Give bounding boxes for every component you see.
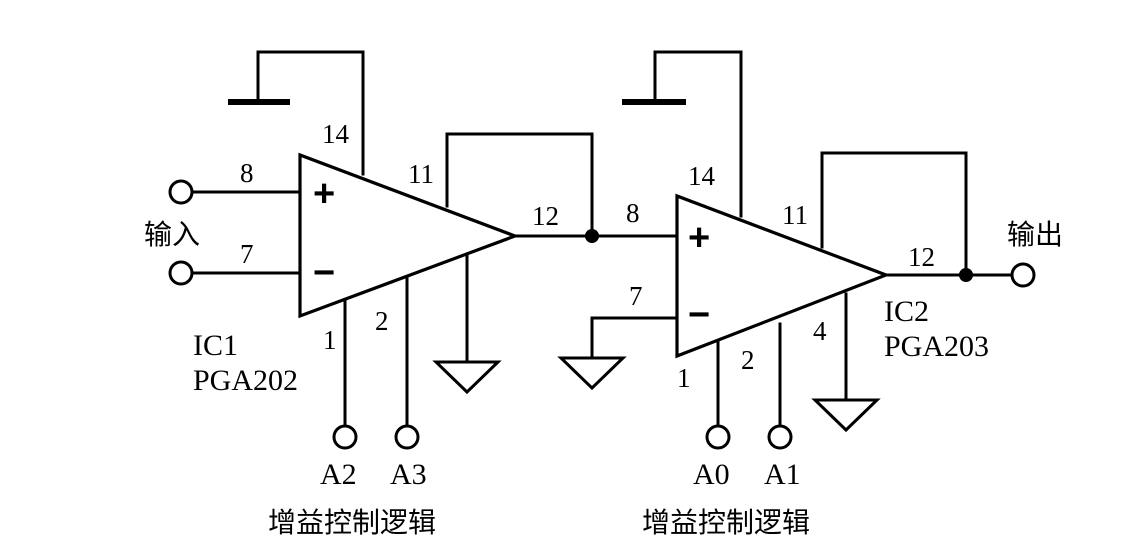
ic2-logic-label-a0: A0	[693, 458, 730, 491]
ic2-pin-2-label: 2	[741, 345, 755, 375]
ic2-gain-control-caption: 增益控制逻辑	[642, 506, 810, 539]
ic1-gain-control-caption: 增益控制逻辑	[268, 506, 436, 539]
ic2-pin-4-label: 4	[813, 316, 827, 346]
output-terminal[interactable]	[1010, 262, 1036, 288]
ic2-pin-8-label: 8	[626, 198, 640, 228]
ic1-pin-11-label: 11	[408, 159, 434, 189]
ic1-logic-terminal-a3[interactable]	[394, 424, 420, 450]
ic2-inv-ground-symbol	[557, 356, 627, 391]
ic1-part-label: PGA202	[193, 364, 298, 397]
ic1-logic-label-a3: A3	[390, 458, 427, 491]
ic2-pin-7-label: 7	[629, 281, 643, 311]
ic2-pin-12-label: 12	[908, 242, 935, 272]
ic1-ground-symbol	[432, 360, 502, 395]
ic2-amplifier-triangle	[675, 193, 891, 359]
ic1-pin-7-label: 7	[240, 239, 254, 269]
input-terminal-minus[interactable]	[168, 260, 194, 286]
ic2-logic-terminal-a1[interactable]	[767, 424, 793, 450]
ic2-pin-14-label: 14	[688, 161, 716, 191]
ic2-ground-symbol	[811, 398, 881, 433]
ic1-minus-sign: −	[313, 252, 335, 294]
ic1-pin-14-label: 14	[322, 119, 350, 149]
ic2-pin-1-label: 1	[677, 363, 691, 393]
ic1-output-junction	[585, 229, 599, 243]
ic2-output-junction	[959, 268, 973, 282]
ic1-ref-label: IC1	[193, 329, 238, 362]
ic1-plus-sign: +	[313, 173, 335, 215]
ic2-ref-label: IC2	[884, 295, 929, 328]
output-label: 输出	[1007, 218, 1063, 251]
ic2-plus-sign: +	[688, 217, 710, 259]
ic2-logic-label-a1: A1	[764, 458, 801, 491]
input-label: 输入	[144, 218, 200, 251]
ic1-pin-8-label: 8	[240, 158, 254, 188]
ic2-pin-11-label: 11	[782, 200, 808, 230]
ic1-pin-2-label: 2	[375, 306, 389, 336]
ic2-part-label: PGA203	[884, 330, 989, 363]
input-terminal-plus[interactable]	[168, 179, 194, 205]
ic2-wires	[590, 50, 1014, 428]
ic1-pin-12-label: 12	[532, 201, 559, 231]
ic2-logic-terminal-a0[interactable]	[705, 424, 731, 450]
ic2-minus-sign: −	[688, 294, 710, 336]
ic1-amplifier-triangle	[298, 152, 520, 319]
ic1-pin-1-label: 1	[323, 325, 337, 355]
ic1-logic-label-a2: A2	[320, 458, 357, 491]
ic1-logic-terminal-a2[interactable]	[332, 424, 358, 450]
